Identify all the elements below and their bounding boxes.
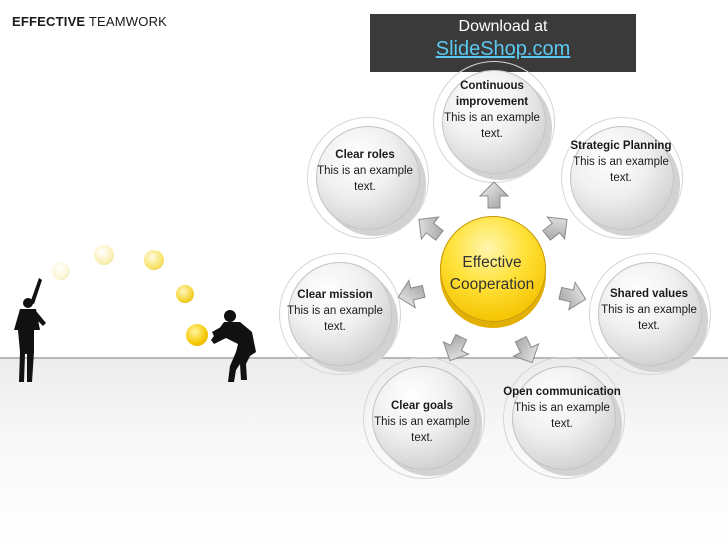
title-bold: EFFECTIVE [12, 14, 86, 29]
arrow-icon [512, 335, 540, 364]
ball-icon [176, 285, 194, 303]
node-title: Clear roles [335, 149, 395, 161]
ball-icon [94, 245, 114, 265]
arrow-icon [442, 333, 470, 362]
node-title: Strategic Planning [570, 140, 672, 152]
node-text: This is an example text. [514, 402, 610, 430]
title-rest: TEAMWORK [85, 14, 168, 29]
bubble-strategic-planning [561, 117, 683, 239]
node-text: This is an example text. [601, 304, 697, 332]
bubble-shared-values [589, 253, 711, 375]
arrow-icon [397, 279, 426, 309]
slide-title: EFFECTIVE TEAMWORK [12, 14, 167, 29]
node-text: This is an example text. [444, 112, 540, 140]
node-title: Shared values [610, 288, 688, 300]
banner-link[interactable]: SlideShop.com [435, 38, 571, 60]
center-label: Effective Cooperation [449, 254, 535, 293]
bubble-clear-mission [279, 253, 401, 375]
bubble-clear-goals [363, 357, 485, 479]
bubble-open-communication [503, 357, 625, 479]
ball-icon [144, 250, 164, 270]
arrow-icon [478, 181, 510, 209]
node-title: Clear goals [391, 400, 453, 412]
node-text: This is an example text. [317, 165, 413, 193]
arrow-icon [542, 216, 568, 241]
ball-icon [186, 324, 208, 346]
arrow-icon [558, 281, 587, 311]
node-title: Continuous improvement [455, 80, 529, 108]
arrow-icon [418, 216, 444, 241]
person-silhouette-icon [14, 278, 46, 382]
bubble-continuous-improvement [433, 61, 555, 183]
node-text: This is an example text. [573, 156, 669, 184]
person-silhouette-icon [211, 310, 256, 382]
banner-text: Download at [458, 18, 548, 35]
node-text: This is an example text. [287, 305, 383, 333]
ball-icon [52, 262, 70, 280]
node-title: Clear mission [297, 289, 373, 301]
node-title: Open communication [503, 386, 621, 398]
center-circle [440, 216, 546, 322]
bubble-clear-roles [307, 117, 429, 239]
node-text: This is an example text. [374, 416, 470, 444]
